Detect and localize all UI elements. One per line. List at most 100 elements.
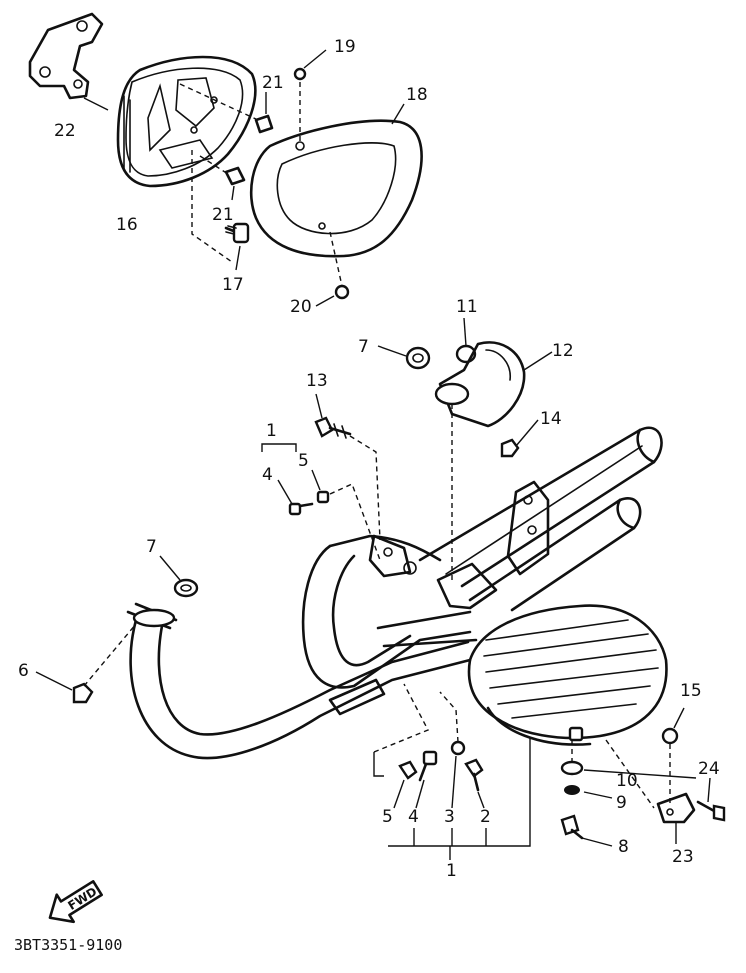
callout-24: 24: [698, 759, 720, 779]
leader-14: [515, 419, 539, 447]
callout-12: 12: [552, 341, 574, 361]
nut-part-5-bottom: [398, 760, 418, 780]
nut-part-14: [500, 438, 520, 458]
callout-4-top: 4: [262, 465, 273, 485]
leader-11: [463, 317, 467, 347]
clip-part-21b: [224, 166, 246, 186]
leader-13: [315, 393, 323, 419]
front-exhaust-pipe: [126, 602, 472, 760]
callout-8: 8: [618, 837, 629, 857]
callout-3: 3: [444, 807, 455, 827]
bolt-part-13: [314, 416, 352, 439]
leader-18: [391, 103, 405, 125]
bolt-part-8: [560, 814, 584, 840]
leader-2: [477, 791, 485, 809]
bracket-part-23: [656, 792, 696, 824]
leader-20: [315, 295, 335, 307]
leader-17: [235, 245, 241, 271]
leader-19: [303, 49, 327, 69]
leader-9: [583, 791, 613, 799]
muffler-tail-upper: [418, 426, 663, 588]
nut-part-5-top: [316, 490, 330, 504]
dash-13: [349, 435, 381, 541]
dash-21-top: [179, 83, 259, 121]
diagram-code: 3BT3351-9100: [14, 936, 122, 954]
dash-21-bottom: [199, 155, 229, 175]
callout-18: 18: [406, 85, 428, 105]
leader-4-top: [277, 479, 293, 505]
leader-10: [583, 769, 697, 779]
dash-17: [191, 150, 233, 263]
side-cover-part-18: [249, 119, 423, 258]
callout-1-bottom: 1: [446, 861, 457, 881]
callout-17: 17: [222, 275, 244, 295]
gasket-part-7-top: [405, 346, 431, 370]
bracket-1-bottom: [388, 738, 531, 860]
washer-part-10: [560, 760, 584, 776]
callout-14: 14: [540, 409, 562, 429]
fwd-arrow-icon: FWD: [48, 880, 103, 924]
dash-lower-left: [373, 683, 429, 753]
callout-1-top: 1: [266, 421, 277, 441]
callout-13: 13: [306, 371, 328, 391]
dash-20: [329, 231, 343, 287]
air-cleaner-case-part-16: [116, 55, 257, 188]
leader-22: [83, 97, 109, 111]
callout-11: 11: [456, 297, 478, 317]
bolt-part-4-bottom: [418, 750, 438, 782]
damper-part-9: [564, 785, 580, 795]
bolt-part-2: [464, 758, 484, 792]
callout-16: 16: [116, 215, 138, 235]
leader-24: [707, 777, 711, 803]
screw-part-19: [293, 67, 307, 81]
leader-5-top: [311, 469, 321, 491]
bolt-part-24: [696, 800, 726, 822]
dash-6: [83, 623, 137, 687]
callout-21-bottom: 21: [212, 205, 234, 225]
bracket-5-4: [373, 752, 384, 777]
grommet-part-20: [334, 284, 350, 300]
callout-10: 10: [616, 771, 638, 791]
leader-12: [523, 351, 553, 371]
callout-9: 9: [616, 793, 627, 813]
exhaust-loop-pipe: [301, 534, 478, 689]
leader-3: [451, 755, 457, 809]
callout-4-bottom: 4: [408, 807, 419, 827]
callout-22: 22: [54, 121, 76, 141]
callout-20: 20: [290, 297, 312, 317]
muffler-tail-lower: [468, 497, 642, 612]
muffler-bracket: [506, 480, 550, 576]
joint-pipe-part-12: [434, 341, 526, 428]
callout-21-top: 21: [262, 73, 284, 93]
callout-5-bottom: 5: [382, 807, 393, 827]
leader-6: [35, 671, 73, 691]
gasket-part-7-left: [173, 578, 199, 598]
callout-23: 23: [672, 847, 694, 867]
callout-5-top: 5: [298, 451, 309, 471]
callout-2: 2: [480, 807, 491, 827]
leader-7-left: [159, 555, 181, 581]
callout-15: 15: [680, 681, 702, 701]
leader-15: [673, 707, 685, 729]
callout-7-top: 7: [358, 337, 369, 357]
callout-19: 19: [334, 37, 356, 57]
nut-part-15: [661, 727, 679, 745]
screw-part-17: [224, 222, 250, 244]
callout-7-left: 7: [146, 537, 157, 557]
dash-23: [605, 739, 655, 809]
dash-3: [439, 691, 459, 743]
bolt-part-4-top: [288, 502, 314, 516]
nut-part-6: [72, 682, 94, 704]
leader-8: [581, 837, 613, 847]
leader-5-bottom: [393, 779, 405, 809]
callout-6: 6: [18, 661, 29, 681]
bracket-part-22: [28, 12, 104, 100]
bracket-1-top: [261, 443, 297, 452]
washer-part-3: [450, 740, 466, 756]
leader-21-bottom: [231, 185, 235, 201]
muffler-body-part-1: [467, 604, 668, 746]
leader-4-bottom: [415, 779, 425, 809]
clip-part-21a: [254, 114, 274, 134]
joint-clamp: [368, 534, 498, 610]
